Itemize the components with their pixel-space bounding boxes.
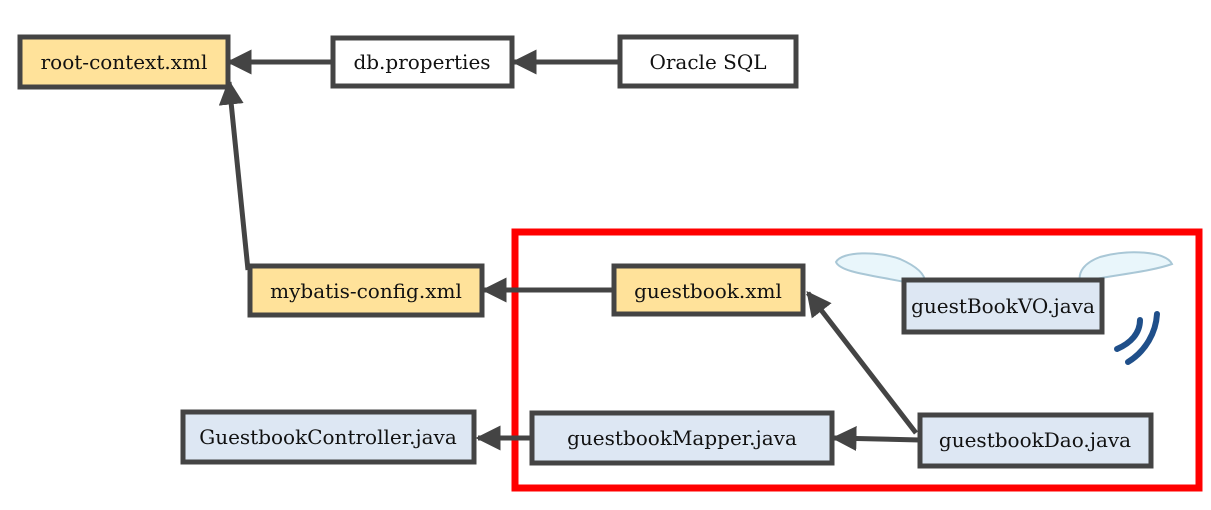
node-label: guestbookDao.java [939,428,1131,452]
motion-lines-icon [1114,311,1160,365]
node-box [901,277,1105,335]
node-mybatis-config: mybatis-config.xml [247,263,485,318]
edge-mybatis-config-to-root-context [218,79,251,271]
node-db-properties: db.properties [330,35,515,89]
node-label: root-context.xml [41,50,208,74]
node-box [611,263,806,317]
edges [218,49,921,452]
node-label: guestBookVO.java [911,294,1095,318]
node-guestbook-vo: guestBookVO.java [901,277,1105,335]
node-box [17,34,231,90]
node-guestbook-xml: guestbook.xml [611,263,806,317]
node-oracle-sql: Oracle SQL [617,34,799,89]
node-label: GuestbookController.java [199,425,457,449]
highlight-frame [511,228,1203,492]
node-label: mybatis-config.xml [270,279,462,303]
edge-guestbook-dao-to-guestbook-xml [806,291,918,435]
node-label: Oracle SQL [649,50,766,74]
node-box [180,409,477,465]
node-box [529,410,835,466]
wings-icon [834,251,1174,284]
node-label: guestbook.xml [634,279,782,303]
node-label: db.properties [353,50,490,74]
node-box [617,34,799,89]
node-guestbook-controller: GuestbookController.java [180,409,477,465]
node-root-context: root-context.xml [17,34,231,90]
node-guestbook-dao: guestbookDao.java [917,412,1154,469]
node-label: guestbookMapper.java [567,426,797,450]
node-guestbook-mapper: guestbookMapper.java [529,410,835,466]
node-box [917,412,1154,469]
edge-guestbook-dao-to-guestbook-mapper [831,426,921,452]
node-box [247,263,485,318]
node-box [330,35,515,89]
